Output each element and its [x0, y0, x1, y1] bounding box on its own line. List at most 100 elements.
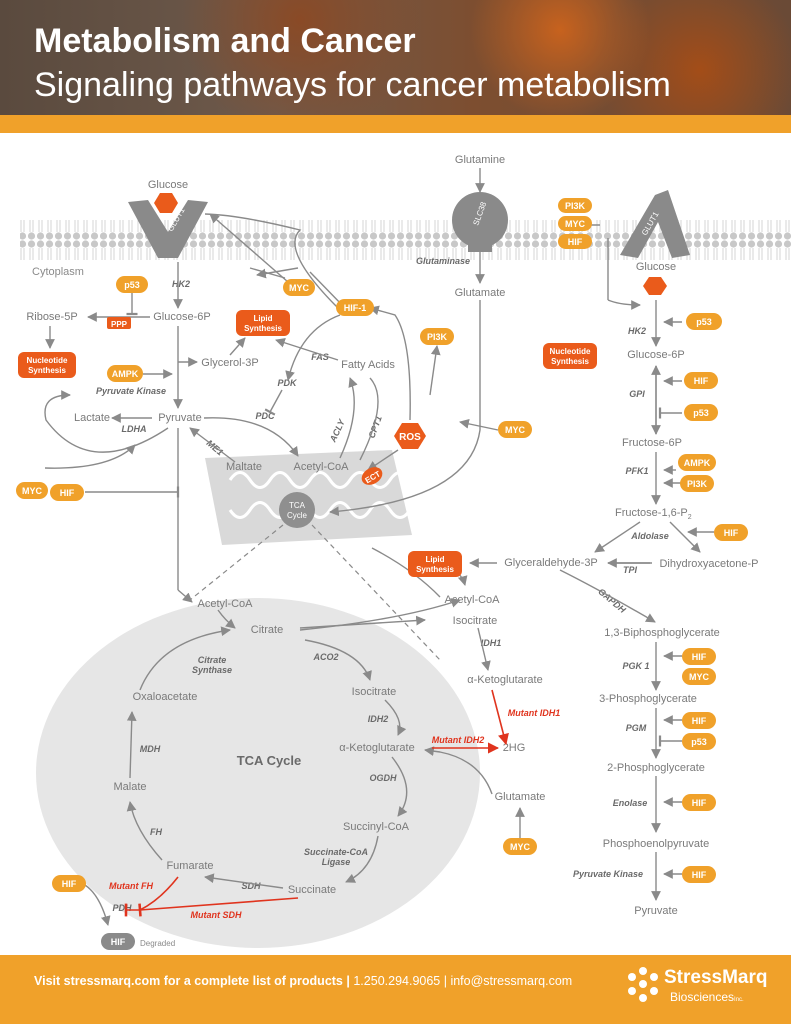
ros-hexagon	[394, 423, 426, 449]
mutant-idh2-label: Mutant IDH2	[432, 735, 485, 745]
glucose6p-left-label: Glucose-6P	[153, 311, 210, 323]
enzyme-fas: FAS	[311, 352, 329, 362]
hif-badge-top-right-label: HIF	[568, 237, 583, 247]
hif-badge-r1-label: HIF	[694, 376, 709, 386]
myc-badge-top-right-label: MYC	[565, 219, 586, 229]
footer-visit-link[interactable]: Visit stressmarq.com for a complete list…	[34, 974, 343, 988]
page-subtitle: Signaling pathways for cancer metabolism	[34, 66, 671, 104]
enzyme-ogdh: OGDH	[370, 773, 398, 783]
myc-badge-top	[283, 279, 315, 296]
nucleotide-synthesis-label-right: Synthesis	[551, 357, 589, 366]
hif1-badge-label: HIF-1	[344, 303, 367, 313]
akg-right-label: α-Ketoglutarate	[467, 674, 542, 686]
enzyme-cs-line1: Citrate	[198, 655, 227, 665]
fructose16-label: Fructose-1,6-P2	[615, 507, 692, 521]
pep-label: Phosphoenolpyruvate	[603, 838, 709, 850]
lipid-synthesis-box-right	[408, 551, 462, 577]
ppp-box	[107, 317, 131, 329]
enzyme-mdh: MDH	[140, 744, 161, 754]
myc-badge-mid-label: MYC	[505, 425, 526, 435]
ros-label: ROS	[399, 432, 421, 443]
enzyme-pdk: PDK	[277, 378, 298, 388]
enzyme-ldha: LDHA	[122, 424, 147, 434]
page-title: Metabolism and Cancer	[34, 22, 416, 60]
citrate-label: Citrate	[251, 624, 283, 636]
enzyme-pyruvate-kinase-left: Pyruvate Kinase	[96, 386, 166, 396]
enzyme-hk2-left: HK2	[172, 279, 190, 289]
mutant-labels: Mutant IDH1 Mutant IDH2 Mutant FH Mutant…	[109, 708, 560, 920]
myc-badge-mid	[498, 421, 532, 438]
hif-badge-pk	[682, 866, 716, 883]
enzyme-idh2: IDH2	[368, 714, 389, 724]
glutamate-bottom-label: Glutamate	[495, 791, 546, 803]
myc-badge-left-label: MYC	[22, 486, 43, 496]
enzyme-tpi: TPI	[623, 565, 638, 575]
nucleotide-synthesis-box-left	[18, 352, 76, 378]
footer-separator: |	[346, 974, 350, 988]
stressmarq-logo[interactable]: StressMarq BiosciencesInc.	[626, 965, 776, 1005]
enzyme-pdc: PDC	[255, 411, 275, 421]
logo-brand: StressMarq	[664, 967, 768, 988]
tca-cycle-title: TCA Cycle	[237, 753, 302, 768]
header-accent-bar	[0, 115, 791, 133]
hif-badge-left	[50, 484, 84, 501]
glucose-hexagon-left	[154, 193, 178, 213]
p53-badge-r2	[684, 404, 718, 421]
p53-badge-r2-label: p53	[693, 408, 709, 418]
mutant-sdh-label: Mutant SDH	[191, 910, 242, 920]
mutant-idh1-label: Mutant IDH1	[508, 708, 561, 718]
hif-badge-enolase-label: HIF	[692, 798, 707, 808]
hif-degraded-badge	[101, 933, 135, 950]
myc-badge-pgk1-label: MYC	[689, 672, 710, 682]
enzyme-gpi: GPI	[629, 389, 645, 399]
pathway-arrows	[44, 168, 714, 926]
pi3k-badge-right-label: PI3K	[687, 479, 708, 489]
p53-badge-left-label: p53	[124, 280, 140, 290]
p53-badge-r1-label: p53	[696, 317, 712, 327]
p53-badge-pgm-label: p53	[691, 737, 707, 747]
enzyme-acly: ACLY	[327, 417, 347, 445]
pyruvate-left-label: Pyruvate	[158, 412, 201, 424]
logo-sub: BiosciencesInc.	[670, 990, 744, 1004]
hif-badge-pdh-label: HIF	[62, 879, 77, 889]
ampk-badge-left-label: AMPK	[112, 369, 139, 379]
cytoplasm-label: Cytoplasm	[32, 266, 84, 278]
glutamate-top-label: Glutamate	[455, 287, 506, 299]
metabolites: Glutamine Glucose Glucose Glutamate Ribo…	[26, 154, 758, 917]
tca-small-label: TCA	[289, 501, 306, 510]
akg-main-label: α-Ketoglutarate	[339, 742, 414, 754]
hif-badge-pk-label: HIF	[692, 870, 707, 880]
mutant-fh-label: Mutant FH	[109, 881, 153, 891]
lipid-label-right: Lipid	[425, 555, 444, 564]
badges: p53 PPP Nucleotide Synthesis AMPK Lipid …	[16, 198, 748, 950]
glycerol3p-label: Glycerol-3P	[201, 357, 258, 369]
footer-bar: Visit stressmarq.com for a complete list…	[0, 955, 791, 1024]
ect-badge	[361, 467, 383, 485]
ppp-label: PPP	[111, 320, 128, 329]
malate-top-label: Maltate	[226, 461, 262, 473]
nucleotide-synthesis-box-right	[543, 343, 597, 369]
tca-small-circle	[279, 492, 315, 528]
enzyme-idh1: IDH1	[481, 638, 502, 648]
lipid-synthesis-label-top: Synthesis	[244, 324, 282, 333]
p53-badge-left	[116, 276, 148, 293]
isocitrate-right-label: Isocitrate	[453, 615, 498, 627]
nucleotide-label-right: Nucleotide	[550, 347, 591, 356]
logo-molecule-icon	[628, 967, 658, 1002]
acetylcoa-top-label: Acetyl-CoA	[293, 461, 349, 473]
hif-badge-pgm-label: HIF	[692, 716, 707, 726]
mutant-arrows	[124, 689, 509, 917]
acetylcoa-right-label: Acetyl-CoA	[444, 594, 500, 606]
enzyme-scl-line2: Ligase	[322, 857, 351, 867]
hif-badge-aldolase	[714, 524, 748, 541]
nucleotide-label-left: Nucleotide	[27, 356, 68, 365]
lactate-label: Lactate	[74, 412, 110, 424]
ampk-badge-left	[107, 365, 143, 382]
oxaloacetate-label: Oxaloacetate	[133, 691, 198, 703]
myc-badge-pgk1	[682, 668, 716, 685]
hif-badge-pgk1-label: HIF	[692, 652, 707, 662]
footer-contact[interactable]: 1.250.294.9065 | info@stressmarq.com	[353, 974, 573, 988]
myc-badge-top-label: MYC	[289, 283, 310, 293]
hif1-badge	[336, 299, 374, 316]
ampk-badge-right-label: AMPK	[684, 458, 711, 468]
